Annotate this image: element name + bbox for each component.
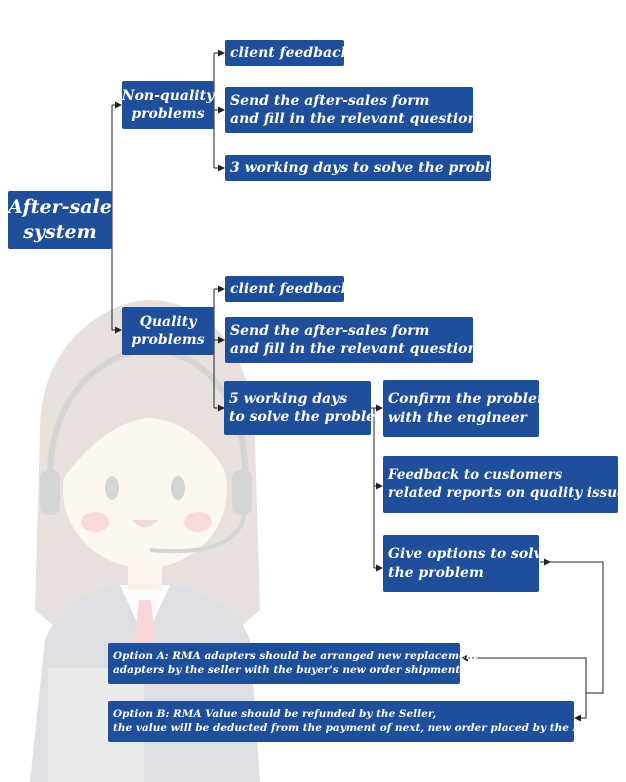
option-a-box: Option A: RMA adapters should be arrange… <box>108 643 460 684</box>
option-a-line2: adapters by the seller with the buyer's … <box>113 664 455 678</box>
non-quality-node: Non-quality problems <box>122 81 214 129</box>
nq-step3-line1: 3 working days to solve the problem <box>230 159 486 177</box>
nq-step-3-working-days: 3 working days to solve the problem <box>225 155 491 181</box>
quality-label-line1: Quality <box>140 313 197 331</box>
non-quality-label-line2: problems <box>131 105 204 123</box>
connector-option-a <box>462 658 586 693</box>
root-label-line1: After-sale <box>8 195 112 220</box>
root-node: After-sale system <box>8 191 112 249</box>
q-step3-line1: 5 working days <box>229 390 366 408</box>
nq-step-client-feedback: client feedback <box>225 40 344 66</box>
non-quality-label-line1: Non-quality <box>122 87 214 105</box>
option-b-line1: Option B: RMA Value should be refunded b… <box>113 708 569 722</box>
nq-step2-line2: and fill in the relevant questions <box>230 110 468 128</box>
quality-label-line2: problems <box>131 331 204 349</box>
root-label-line2: system <box>23 220 96 245</box>
sub-step-feedback-customers: Feedback to customers related reports on… <box>383 456 618 513</box>
connector-options-loop <box>550 562 603 693</box>
sub-step2-line1: Feedback to customers <box>388 467 613 485</box>
option-b-line2: the value will be deducted from the paym… <box>113 722 569 736</box>
sub-step3-line2: the problem <box>388 564 534 582</box>
q-step3-line2: to solve the problem <box>229 408 366 426</box>
sub-step1-line1: Confirm the problem <box>388 390 534 408</box>
nq-step1-line1: client feedback <box>230 44 339 62</box>
sub-step-confirm-engineer: Confirm the problem with the engineer <box>383 380 539 437</box>
sub-step3-line1: Give options to solve <box>388 545 534 563</box>
q-step1-line1: client feedback <box>230 280 339 298</box>
q-step-client-feedback: client feedback <box>225 276 344 302</box>
q-step-5-working-days: 5 working days to solve the problem <box>224 381 371 435</box>
quality-node: Quality problems <box>122 307 214 355</box>
q-step2-line2: and fill in the relevant questions <box>230 340 468 358</box>
option-a-line1: Option A: RMA adapters should be arrange… <box>113 650 455 664</box>
nq-step-after-sales-form: Send the after-sales form and fill in th… <box>225 87 473 133</box>
nq-step2-line1: Send the after-sales form <box>230 92 468 110</box>
option-b-box: Option B: RMA Value should be refunded b… <box>108 701 574 742</box>
sub-step1-line2: with the engineer <box>388 409 534 427</box>
sub-step2-line2: related reports on quality issues <box>388 485 613 503</box>
q-step-after-sales-form: Send the after-sales form and fill in th… <box>225 317 473 363</box>
sub-step-give-options: Give options to solve the problem <box>383 535 539 592</box>
connector-option-b <box>575 693 586 718</box>
q-step2-line1: Send the after-sales form <box>230 322 468 340</box>
